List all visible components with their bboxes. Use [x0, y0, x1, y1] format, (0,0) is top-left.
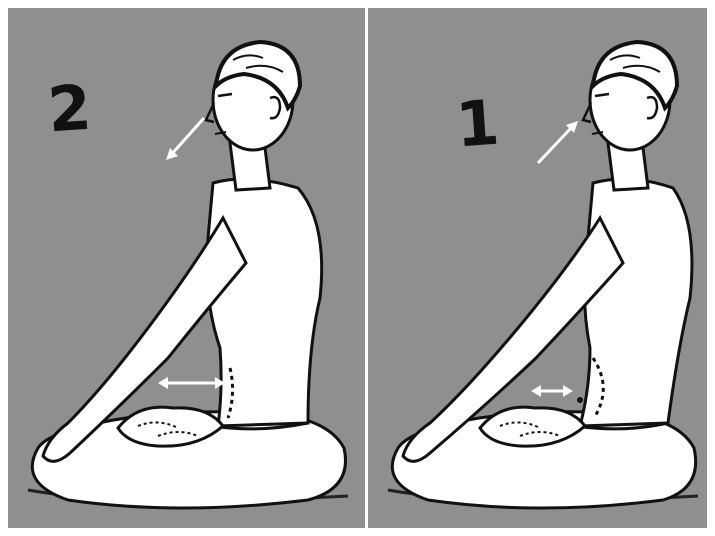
torso	[580, 179, 692, 426]
panel-step-1: 1	[368, 8, 707, 528]
seated-meditator-figure	[8, 8, 365, 528]
torso	[207, 179, 322, 426]
double-arrow-icon	[158, 377, 225, 389]
panel-step-2: 2	[8, 8, 365, 528]
seated-meditator-figure	[368, 8, 707, 528]
double-arrow-icon	[531, 385, 573, 397]
exhale-arrow-icon	[166, 118, 204, 160]
inhale-arrow-icon	[538, 121, 578, 163]
